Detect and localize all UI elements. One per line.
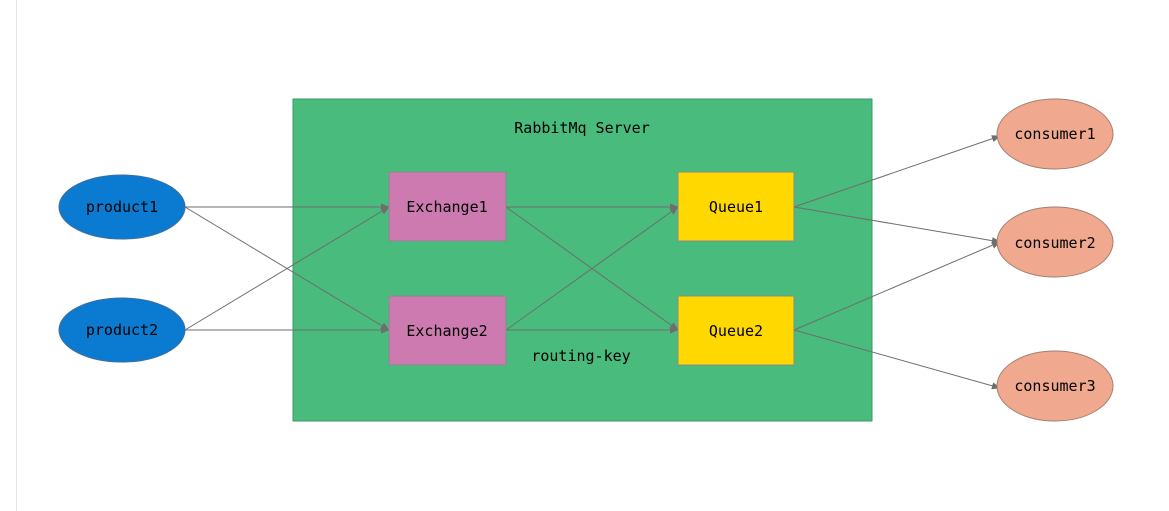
routing-key-label: routing-key <box>531 347 630 365</box>
product2-label: product2 <box>86 321 158 339</box>
product2-node[interactable]: product2 <box>58 297 186 363</box>
exchange1-box <box>388 171 507 242</box>
consumer1-node[interactable]: consumer1 <box>996 98 1114 170</box>
queue1-node[interactable]: Queue1 <box>677 171 795 242</box>
consumer3-label: consumer3 <box>1014 377 1095 395</box>
product2-ellipse <box>58 297 186 363</box>
edges-group <box>184 135 1001 390</box>
product1-ellipse <box>58 174 186 240</box>
queue1-label: Queue1 <box>709 198 763 216</box>
edge-product2-to-exchange1 <box>184 206 390 331</box>
exchange1-label: Exchange1 <box>406 198 487 216</box>
queue2-label: Queue2 <box>709 322 763 340</box>
exchange2-label: Exchange2 <box>406 322 487 340</box>
server-title: RabbitMq Server <box>514 119 649 137</box>
exchange1-node[interactable]: Exchange1 <box>388 171 507 242</box>
product1-node[interactable]: product1 <box>58 174 186 240</box>
exchange2-node[interactable]: Exchange2 <box>388 295 507 366</box>
consumer1-label: consumer1 <box>1014 125 1095 143</box>
edge-exchange2-to-queue1 <box>505 206 679 331</box>
edge-queue2-to-consumer3 <box>793 329 1001 390</box>
queue2-node[interactable]: Queue2 <box>677 295 795 366</box>
consumer2-node[interactable]: consumer2 <box>996 206 1114 278</box>
rabbitmq-server-container <box>292 98 873 422</box>
consumer1-ellipse <box>996 98 1114 170</box>
consumer3-node[interactable]: consumer3 <box>996 350 1114 422</box>
left-divider <box>16 0 17 511</box>
edge-queue1-to-consumer1 <box>793 135 1001 208</box>
consumer3-ellipse <box>996 350 1114 422</box>
product1-label: product1 <box>86 198 158 216</box>
edge-queue2-to-consumer2 <box>793 241 1001 331</box>
consumer2-ellipse <box>996 206 1114 278</box>
edge-queue1-to-consumer2 <box>793 206 1001 245</box>
queue1-box <box>677 171 795 242</box>
queue2-box <box>677 295 795 366</box>
consumer2-label: consumer2 <box>1014 234 1095 252</box>
exchange2-box <box>388 295 507 366</box>
